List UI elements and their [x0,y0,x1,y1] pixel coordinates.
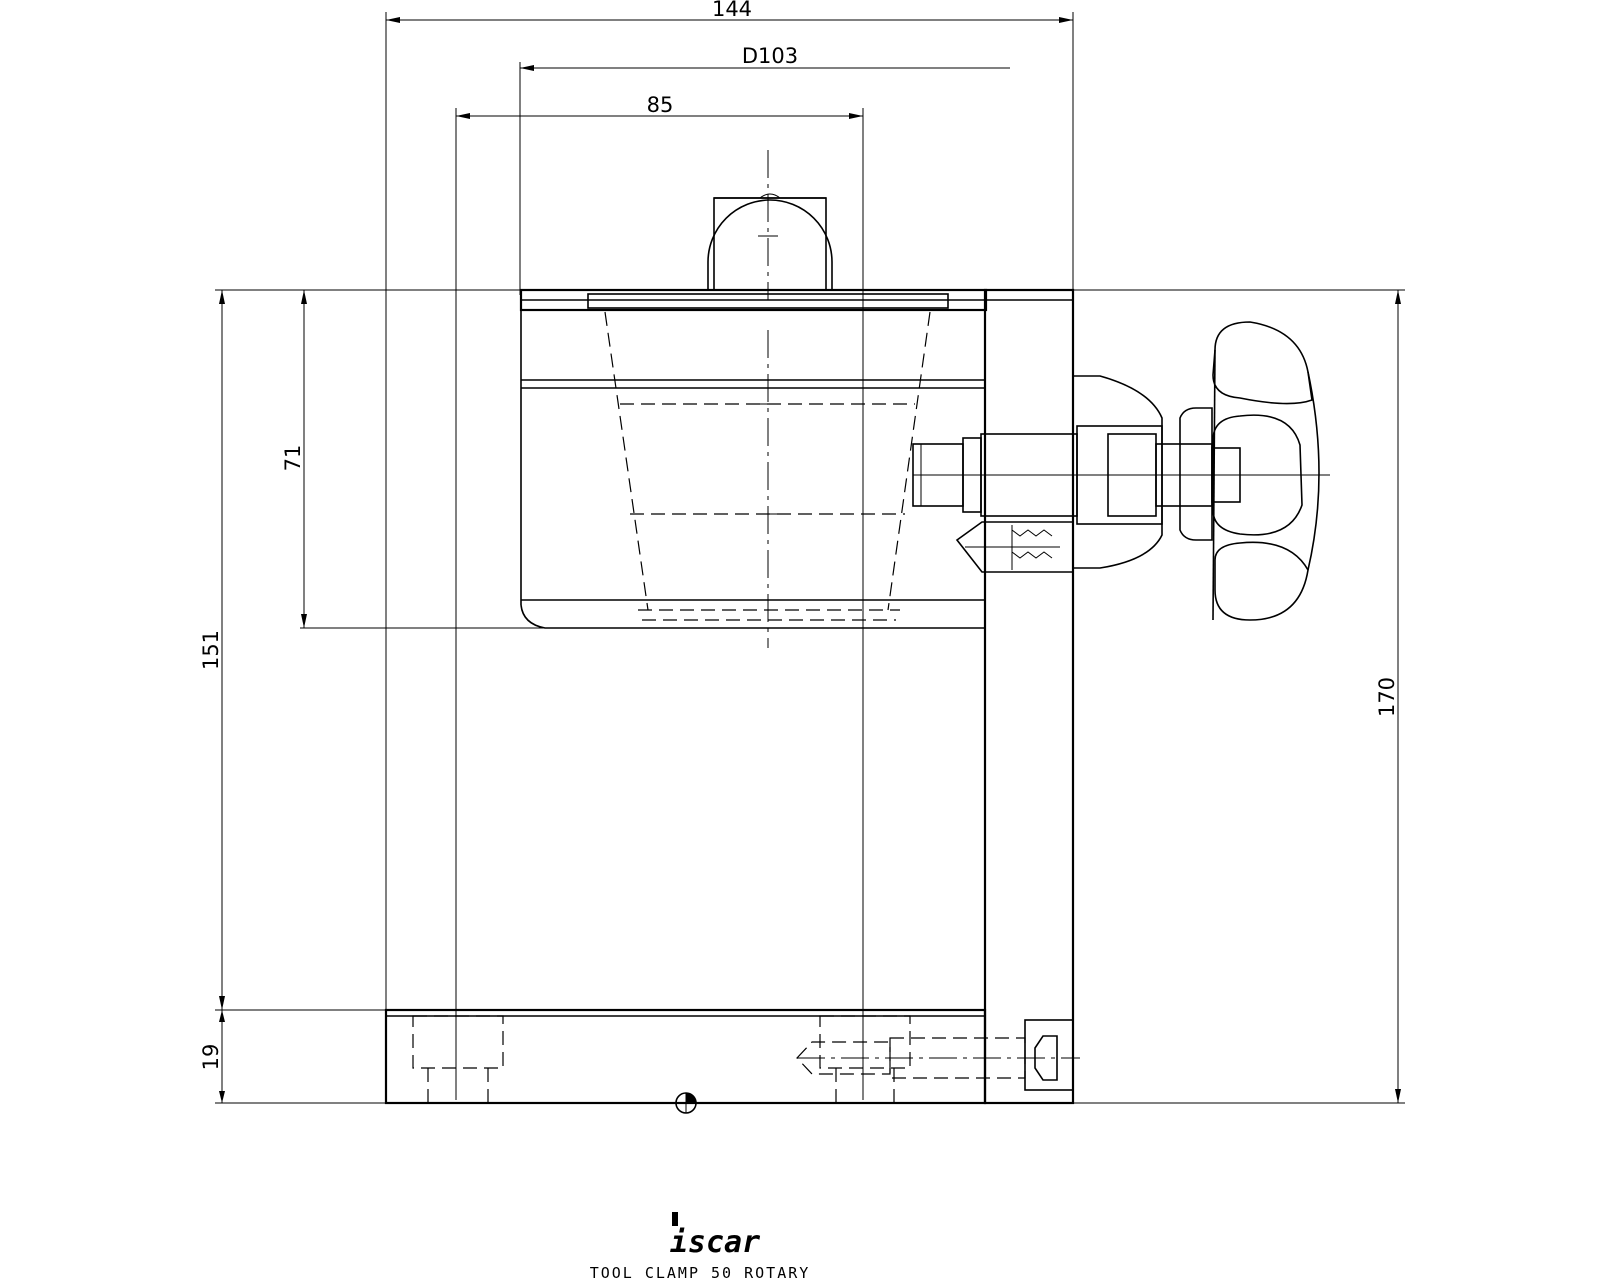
dim-body-height-label: 151 [199,630,223,670]
drawing-caption: TOOL CLAMP 50 ROTARY [589,1264,811,1282]
brand-logo: iscar [670,1212,760,1260]
dim-base-height-label: 19 [199,1044,223,1071]
dim-overall-width-label: 144 [712,0,752,21]
top-handle [707,150,833,300]
dimension-inner-width: 85 [455,93,864,1100]
dimension-diameter: D103 [519,44,1010,295]
dim-diameter-label: D103 [742,44,798,68]
dimension-overall-width: 144 [385,0,1074,1100]
dim-inner-width-label: 85 [647,93,674,117]
dimension-upper-height: 71 [281,290,545,629]
side-plate [983,288,1075,1105]
base-plate [384,1008,1080,1114]
holder-body [519,288,988,648]
brand-logo-text: iscar [670,1225,760,1260]
dimension-total-height: 170 [1073,289,1405,1104]
dim-total-height-label: 170 [1375,677,1399,717]
clamp-screw [912,321,1330,621]
dimension-body-height: 151 [199,289,985,1011]
dimension-base-height: 19 [199,1010,386,1104]
dim-upper-height-label: 71 [281,445,305,472]
